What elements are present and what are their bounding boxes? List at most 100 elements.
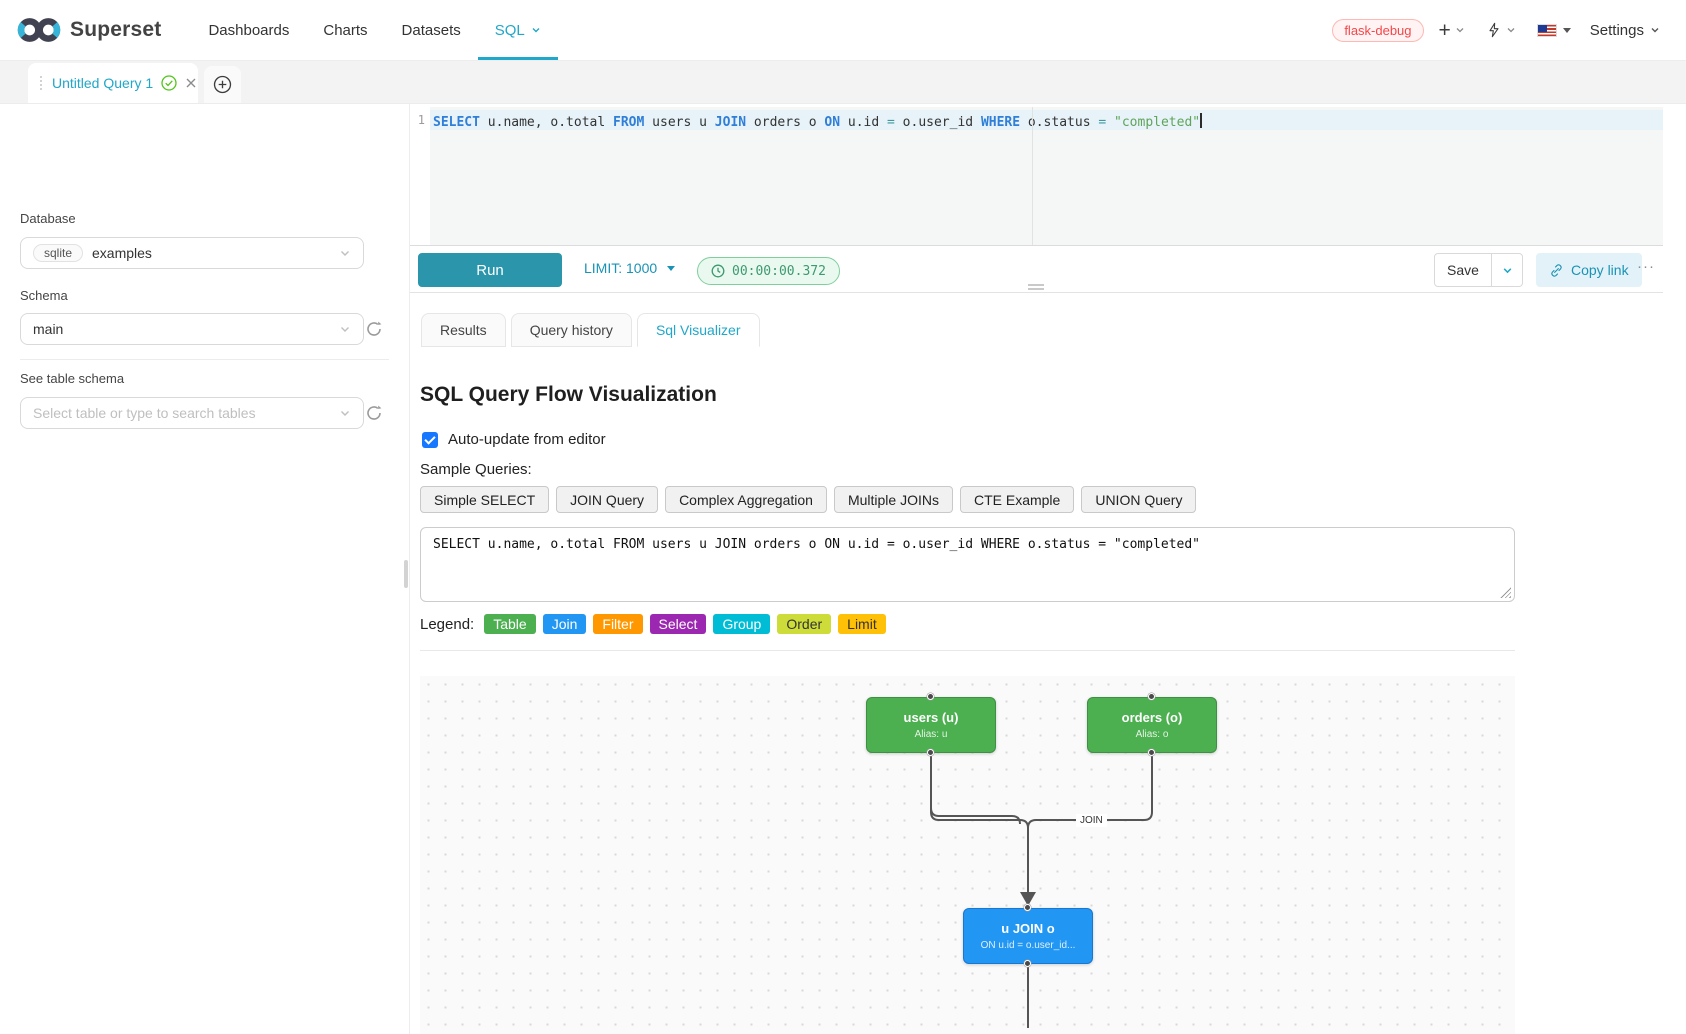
environment-badge: flask-debug — [1332, 18, 1424, 42]
link-icon — [1551, 263, 1562, 277]
schema-label: Schema — [20, 288, 68, 303]
chevron-down-icon — [1651, 28, 1659, 33]
node-handle — [927, 693, 934, 700]
chevron-down-icon — [1456, 28, 1464, 33]
flow-canvas[interactable]: JOIN users (u) Alias: u orders (o) Alias… — [420, 676, 1515, 1034]
plus-circle-icon — [213, 75, 232, 94]
chevron-down-icon — [341, 327, 349, 332]
navbar-right: flask-debug + Settings — [1332, 0, 1686, 60]
refresh-schema-icon[interactable] — [364, 319, 384, 339]
flow-node-join[interactable]: u JOIN o ON u.id = o.user_id... — [963, 908, 1093, 964]
sql-code[interactable]: SELECT u.name, o.total FROM users u JOIN… — [433, 113, 1202, 130]
legend-badge-order: Order — [777, 614, 832, 634]
brand-name: Superset — [70, 18, 162, 41]
superset-logo[interactable]: Superset — [16, 0, 161, 60]
refresh-tables-icon[interactable] — [364, 403, 384, 423]
legend-row: Legend: Table Join Filter Select Group O… — [420, 614, 886, 634]
save-split-button: Save — [1434, 253, 1523, 287]
query-tab-label: Untitled Query 1 — [52, 75, 154, 91]
save-button[interactable]: Save — [1434, 253, 1492, 287]
caret-down-icon — [1562, 27, 1571, 33]
legend-badge-select: Select — [649, 614, 707, 634]
result-tabs: Results Query history Sql Visualizer — [421, 313, 760, 347]
language-picker[interactable] — [1531, 20, 1577, 41]
chevron-down-icon — [1507, 28, 1515, 33]
schema-select[interactable]: main — [20, 313, 364, 345]
nav-links: Dashboards Charts Datasets SQL — [191, 0, 558, 60]
database-select[interactable]: sqlite examples — [20, 237, 364, 269]
sample-multiple-joins-button[interactable]: Multiple JOINs — [833, 486, 953, 513]
caret-down-icon — [667, 265, 676, 271]
auto-update-checkbox-row[interactable]: Auto-update from editor — [422, 431, 606, 448]
legend-label: Legend: — [420, 615, 475, 633]
nav-dashboards[interactable]: Dashboards — [208, 21, 290, 39]
legend-badge-join: Join — [542, 614, 587, 634]
legend-badge-table: Table — [484, 614, 536, 634]
sample-cte-example-button[interactable]: CTE Example — [959, 486, 1075, 513]
node-handle — [1024, 960, 1031, 967]
tab-query-history[interactable]: Query history — [510, 313, 632, 347]
chevron-down-icon — [341, 251, 349, 256]
sql-editor[interactable]: 1 SELECT u.name, o.total FROM users u JO… — [410, 107, 1663, 246]
chevron-down-icon — [532, 28, 540, 33]
settings-menu[interactable]: Settings — [1586, 22, 1664, 39]
pane-resize-handle[interactable] — [1028, 284, 1044, 290]
active-line-highlight — [430, 110, 1663, 130]
new-item-button[interactable]: + — [1433, 16, 1471, 45]
sample-query-buttons: Simple SELECT JOIN Query Complex Aggrega… — [420, 486, 1197, 513]
limit-dropdown[interactable]: LIMIT: 1000 — [584, 260, 676, 276]
chevron-down-icon — [341, 411, 349, 416]
flow-edges — [930, 753, 1153, 1028]
lightning-icon — [1489, 22, 1499, 38]
nav-datasets[interactable]: Datasets — [401, 21, 461, 39]
run-button[interactable]: Run — [418, 253, 562, 287]
new-query-tab-button[interactable] — [204, 66, 241, 103]
drag-handle-icon[interactable] — [40, 76, 42, 90]
node-handle — [1024, 904, 1031, 911]
sample-complex-aggregation-button[interactable]: Complex Aggregation — [665, 486, 827, 513]
copy-link-button[interactable]: Copy link — [1536, 253, 1642, 287]
clock-icon — [711, 264, 725, 278]
nav-sql[interactable]: SQL — [477, 0, 558, 60]
sample-queries-label: Sample Queries: — [420, 461, 532, 478]
database-engine-tag: sqlite — [33, 244, 84, 262]
database-label: Database — [20, 211, 76, 226]
tab-sql-visualizer[interactable]: Sql Visualizer — [636, 313, 760, 347]
sidebar-divider — [20, 359, 389, 360]
legend-badge-limit: Limit — [838, 614, 886, 634]
print-margin-ruler — [1032, 107, 1033, 245]
edge-label-join: JOIN — [1076, 814, 1107, 827]
query-tabbar: Untitled Query 1 — [0, 61, 1686, 104]
auto-update-checkbox[interactable] — [422, 431, 438, 448]
navbar: Superset Dashboards Charts Datasets SQL … — [0, 0, 1686, 61]
save-options-button[interactable] — [1492, 253, 1523, 287]
us-flag-icon — [1536, 23, 1557, 37]
page-title: SQL Query Flow Visualization — [420, 383, 717, 406]
flow-node-users[interactable]: users (u) Alias: u — [866, 697, 996, 753]
query-tab-untitled-1[interactable]: Untitled Query 1 — [28, 63, 198, 103]
content-divider — [420, 650, 1515, 651]
sample-join-query-button[interactable]: JOIN Query — [556, 486, 659, 513]
sidebar: Database sqlite examples Schema main See… — [0, 104, 410, 1034]
tab-results[interactable]: Results — [421, 313, 506, 347]
nav-charts[interactable]: Charts — [323, 21, 368, 39]
superset-infinity-icon — [17, 18, 61, 42]
visualizer-query-input[interactable]: SELECT u.name, o.total FROM users u JOIN… — [420, 527, 1515, 602]
alerts-menu-button[interactable] — [1480, 17, 1522, 43]
chevron-down-icon — [1503, 267, 1511, 273]
flow-node-orders[interactable]: orders (o) Alias: o — [1087, 697, 1217, 753]
sample-simple-select-button[interactable]: Simple SELECT — [420, 486, 550, 513]
pane-divider — [410, 292, 1663, 293]
sample-union-query-button[interactable]: UNION Query — [1081, 486, 1197, 513]
table-select[interactable]: Select table or type to search tables — [20, 397, 364, 429]
query-saved-check-icon — [161, 75, 177, 91]
plus-icon: + — [1438, 18, 1451, 42]
more-actions-button[interactable]: ··· — [1637, 258, 1655, 275]
auto-update-label: Auto-update from editor — [448, 431, 606, 448]
sidebar-resize-handle[interactable] — [404, 560, 408, 588]
node-handle — [1148, 693, 1155, 700]
query-timer-badge: 00:00:00.372 — [697, 257, 840, 285]
close-tab-icon[interactable] — [185, 77, 197, 89]
textarea-resize-handle-icon[interactable] — [1500, 587, 1511, 598]
